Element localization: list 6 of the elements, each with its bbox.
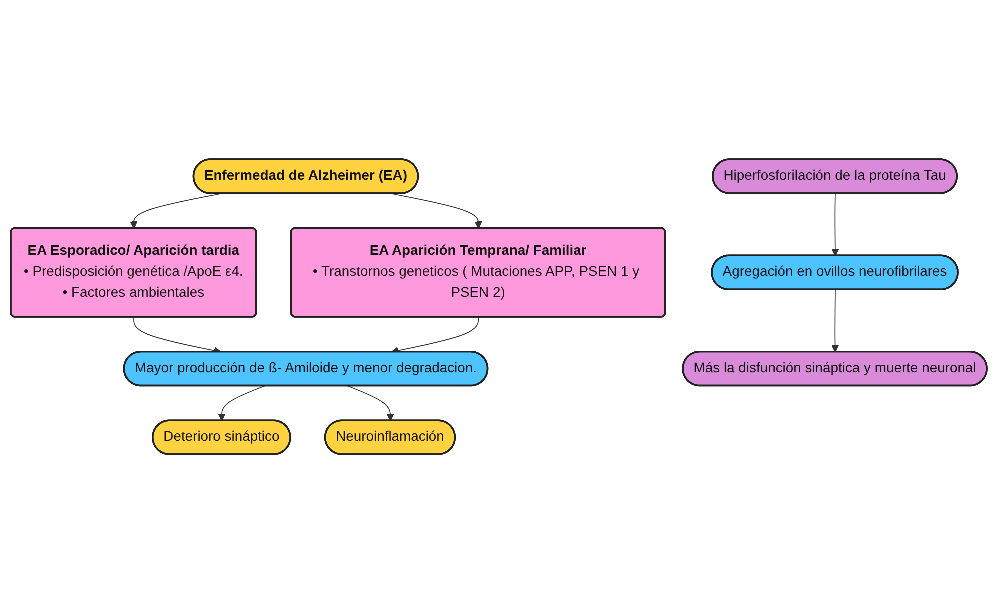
arrow	[130, 193, 222, 230]
arrow	[348, 386, 394, 422]
arrow	[218, 386, 266, 422]
arrow	[831, 290, 840, 353]
arrow	[832, 193, 840, 256]
arrow	[391, 193, 482, 230]
